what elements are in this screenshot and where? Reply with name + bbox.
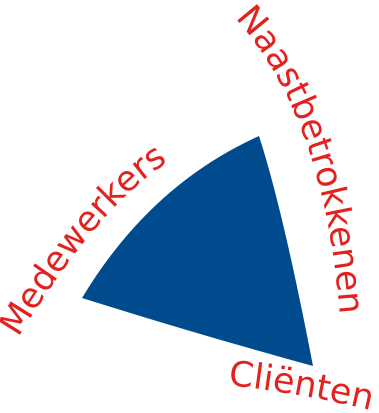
curved-triangle-shape bbox=[82, 136, 313, 366]
